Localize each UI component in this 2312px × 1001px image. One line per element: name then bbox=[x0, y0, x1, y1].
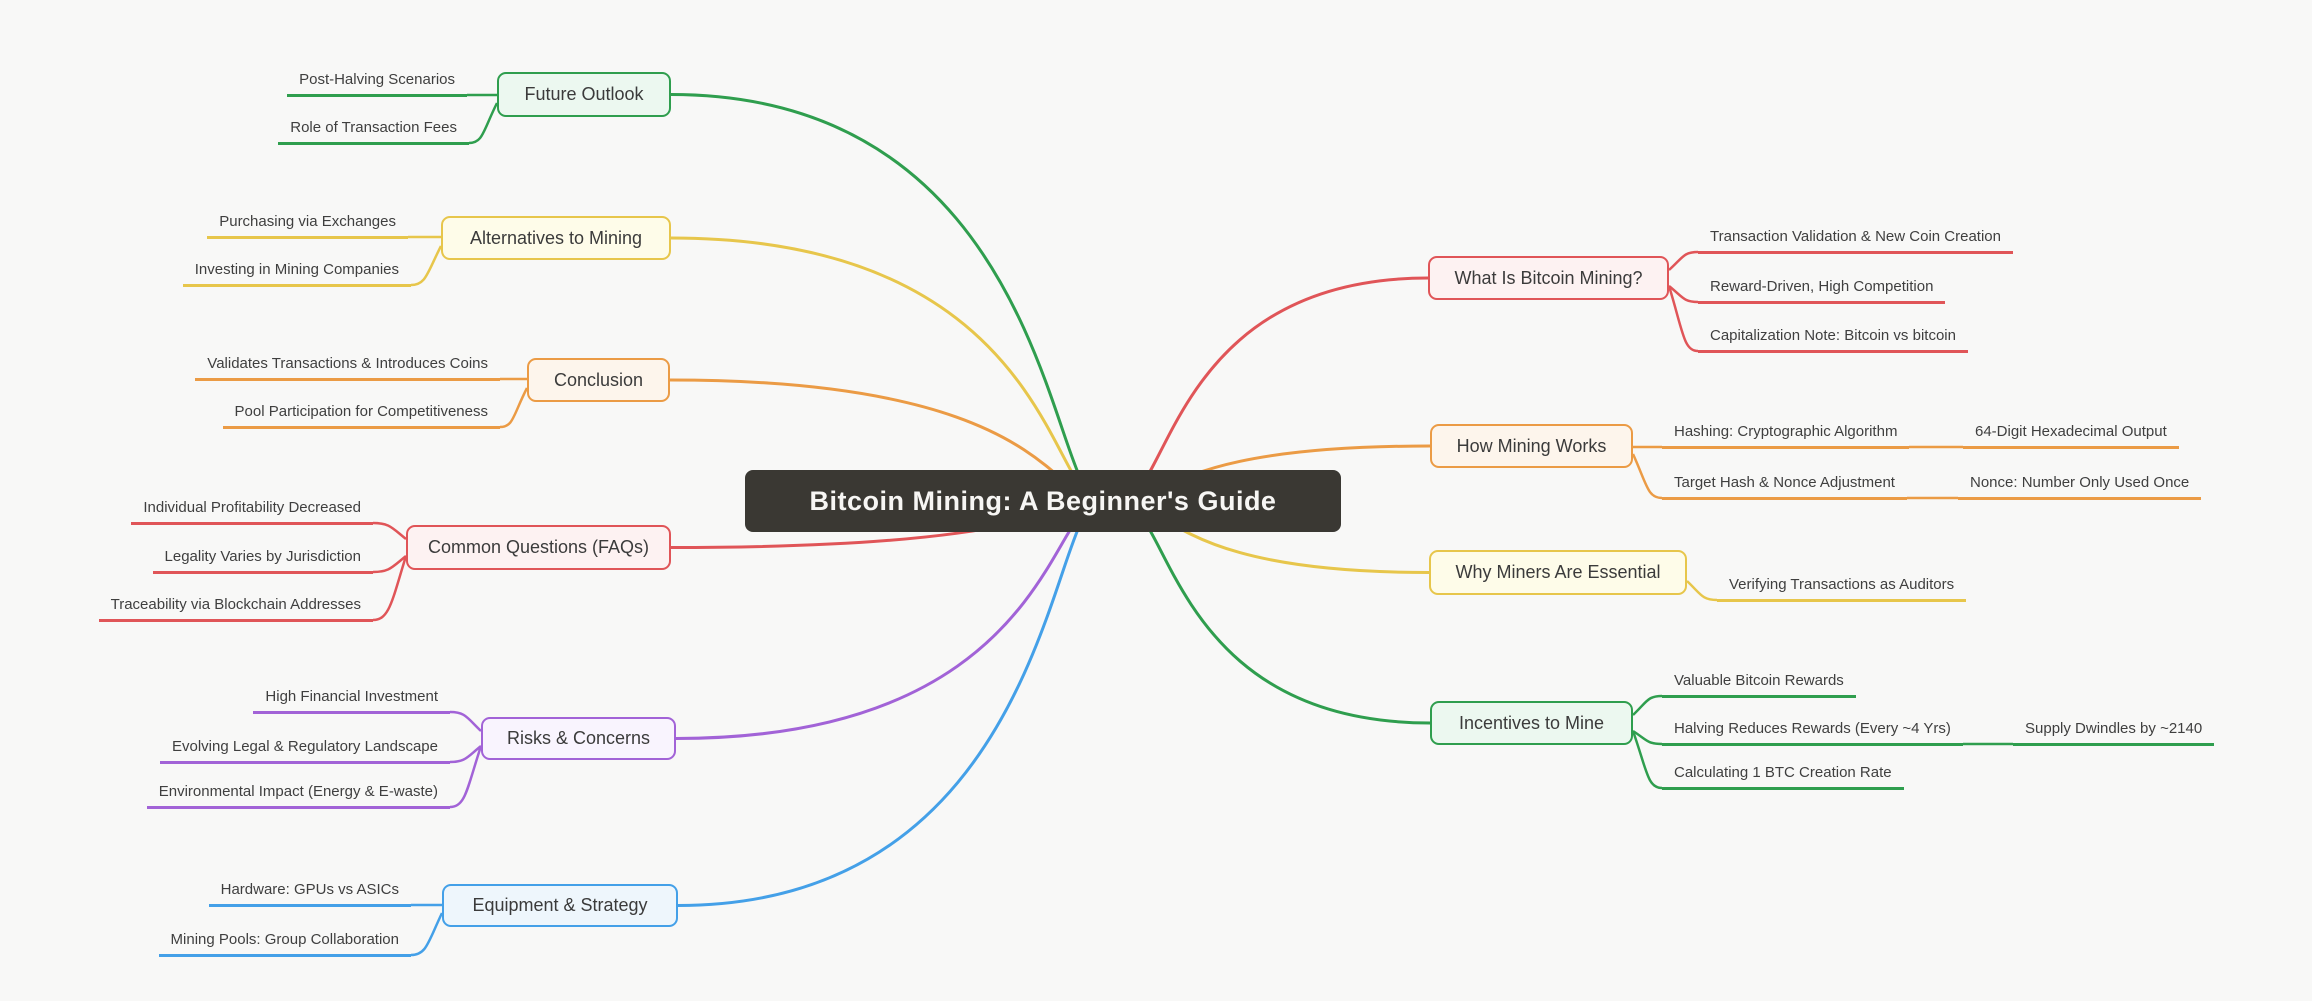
branch-node-risks-concerns[interactable]: Risks & Concerns bbox=[481, 717, 676, 760]
topic-label: Mining Pools: Group Collaboration bbox=[170, 931, 399, 948]
topic-item[interactable]: Investing in Mining Companies bbox=[182, 257, 411, 287]
topic-item[interactable]: Calculating 1 BTC Creation Rate bbox=[1662, 760, 1904, 790]
subtopic-label: Nonce: Number Only Used Once bbox=[1970, 474, 2190, 491]
link-how-mining-works-child-1 bbox=[1631, 453, 1663, 500]
branch-label: Future Outlook bbox=[524, 84, 644, 104]
subtopic-label: Supply Dwindles by ~2140 bbox=[2025, 720, 2203, 737]
topic-label: High Financial Investment bbox=[265, 688, 438, 705]
branch-label: Incentives to Mine bbox=[1458, 712, 1605, 733]
link-equipment-strategy-child-1 bbox=[410, 912, 444, 957]
branch-label: Common Questions (FAQs) bbox=[427, 537, 650, 557]
topic-item[interactable]: Transaction Validation & New Coin Creati… bbox=[1698, 224, 2013, 254]
topic-item[interactable]: Evolving Legal & Regulatory Landscape bbox=[159, 734, 450, 764]
subtopic-item[interactable]: Supply Dwindles by ~2140 bbox=[2013, 716, 2215, 746]
branch-node-future-outlook[interactable]: Future Outlook bbox=[497, 72, 671, 117]
topic-item[interactable]: Post-Halving Scenarios bbox=[287, 67, 467, 97]
subtopic-item[interactable]: 64-Digit Hexadecimal Output bbox=[1963, 419, 2179, 449]
subtopic-item[interactable]: Nonce: Number Only Used Once bbox=[1958, 470, 2202, 500]
link-incentives-to-mine-child-2 bbox=[1631, 730, 1663, 790]
topic-label: Transaction Validation & New Coin Creati… bbox=[1710, 228, 2001, 245]
link-incentives-to-mine-child-0 bbox=[1632, 694, 1663, 716]
link-root-incentives-to-mine bbox=[1119, 499, 1431, 725]
topic-item[interactable]: Pool Participation for Competitiveness bbox=[222, 399, 500, 429]
link-root-what-is-bitcoin-mining bbox=[1119, 276, 1429, 503]
branch-label: What Is Bitcoin Mining? bbox=[1454, 267, 1643, 288]
branch-node-equipment-strategy[interactable]: Equipment & Strategy bbox=[442, 884, 678, 927]
topic-item[interactable]: Valuable Bitcoin Rewards bbox=[1662, 668, 1856, 698]
topic-item[interactable]: Validates Transactions & Introduces Coin… bbox=[195, 351, 500, 381]
topic-label: Target Hash & Nonce Adjustment bbox=[1674, 474, 1895, 491]
link-common-questions-faqs-child-2 bbox=[372, 555, 408, 622]
topic-label: Traceability via Blockchain Addresses bbox=[110, 596, 361, 613]
topic-label: Verifying Transactions as Auditors bbox=[1729, 576, 1955, 593]
topic-label: Reward-Driven, High Competition bbox=[1710, 278, 1934, 295]
topic-label: Investing in Mining Companies bbox=[194, 261, 399, 278]
topic-item[interactable]: Hardware: GPUs vs ASICs bbox=[208, 877, 411, 907]
branch-node-what-is-bitcoin-mining[interactable]: What Is Bitcoin Mining? bbox=[1428, 256, 1669, 300]
topic-label: Valuable Bitcoin Rewards bbox=[1674, 672, 1844, 689]
link-alternatives-to-mining-child-1 bbox=[410, 245, 443, 287]
topic-item[interactable]: Mining Pools: Group Collaboration bbox=[158, 927, 411, 957]
topic-label: Environmental Impact (Energy & E-waste) bbox=[158, 783, 438, 800]
link-why-miners-are-essential-child-0 bbox=[1686, 580, 1718, 602]
topic-label: Capitalization Note: Bitcoin vs bitcoin bbox=[1710, 327, 1956, 344]
topic-item[interactable]: Capitalization Note: Bitcoin vs bitcoin bbox=[1698, 323, 1968, 353]
topic-item[interactable]: Legality Varies by Jurisdiction bbox=[152, 544, 373, 574]
link-root-alternatives-to-mining bbox=[670, 236, 1101, 503]
link-what-is-bitcoin-mining-child-1 bbox=[1668, 285, 1699, 304]
topic-label: Hardware: GPUs vs ASICs bbox=[220, 881, 399, 898]
topic-label: Legality Varies by Jurisdiction bbox=[164, 548, 361, 565]
topic-item[interactable]: Target Hash & Nonce Adjustment bbox=[1662, 470, 1907, 500]
link-conclusion-child-1 bbox=[499, 387, 529, 429]
link-risks-concerns-child-1 bbox=[449, 745, 482, 764]
topic-label: Calculating 1 BTC Creation Rate bbox=[1674, 764, 1892, 781]
branch-label: Equipment & Strategy bbox=[472, 895, 648, 915]
root-title: Bitcoin Mining: A Beginner's Guide bbox=[809, 485, 1277, 516]
branch-node-incentives-to-mine[interactable]: Incentives to Mine bbox=[1430, 701, 1633, 745]
link-future-outlook-child-1 bbox=[468, 102, 499, 145]
topic-label: Pool Participation for Competitiveness bbox=[234, 403, 488, 420]
topic-item[interactable]: Hashing: Cryptographic Algorithm bbox=[1662, 419, 1910, 449]
link-incentives-to-mine-child-1 bbox=[1632, 729, 1663, 746]
topic-item[interactable]: Halving Reduces Rewards (Every ~4 Yrs) bbox=[1662, 716, 1963, 746]
link-common-questions-faqs-child-1 bbox=[372, 555, 407, 574]
topic-item[interactable]: Individual Profitability Decreased bbox=[131, 495, 373, 525]
branch-node-how-mining-works[interactable]: How Mining Works bbox=[1430, 424, 1633, 468]
topic-label: Hashing: Cryptographic Algorithm bbox=[1674, 423, 1898, 440]
topic-item[interactable]: Role of Transaction Fees bbox=[278, 115, 469, 145]
link-risks-concerns-child-0 bbox=[449, 710, 482, 732]
branch-node-conclusion[interactable]: Conclusion bbox=[527, 358, 670, 402]
branch-label: Risks & Concerns bbox=[506, 728, 651, 748]
topic-label: Individual Profitability Decreased bbox=[143, 499, 361, 516]
branch-label: Alternatives to Mining bbox=[469, 227, 643, 248]
topic-label: Evolving Legal & Regulatory Landscape bbox=[171, 738, 438, 755]
topic-label: Role of Transaction Fees bbox=[290, 119, 457, 136]
branch-label: Conclusion bbox=[553, 369, 644, 390]
link-common-questions-faqs-child-0 bbox=[372, 521, 407, 540]
topic-item[interactable]: Verifying Transactions as Auditors bbox=[1717, 572, 1967, 602]
branch-node-common-questions-faqs[interactable]: Common Questions (FAQs) bbox=[406, 525, 671, 570]
topic-item[interactable]: Reward-Driven, High Competition bbox=[1698, 274, 1946, 304]
topic-label: Validates Transactions & Introduces Coin… bbox=[207, 355, 488, 372]
link-root-future-outlook bbox=[670, 93, 1101, 503]
link-what-is-bitcoin-mining-child-0 bbox=[1668, 250, 1699, 271]
subtopic-label: 64-Digit Hexadecimal Output bbox=[1975, 423, 2167, 440]
topic-item[interactable]: Traceability via Blockchain Addresses bbox=[98, 592, 373, 622]
topic-item[interactable]: Purchasing via Exchanges bbox=[207, 209, 408, 239]
topic-item[interactable]: Environmental Impact (Energy & E-waste) bbox=[146, 779, 450, 809]
branch-node-why-miners-are-essential[interactable]: Why Miners Are Essential bbox=[1429, 550, 1687, 595]
topic-label: Post-Halving Scenarios bbox=[299, 71, 455, 88]
root-node[interactable]: Bitcoin Mining: A Beginner's Guide bbox=[745, 470, 1341, 532]
topic-label: Purchasing via Exchanges bbox=[219, 213, 396, 230]
branch-node-alternatives-to-mining[interactable]: Alternatives to Mining bbox=[441, 216, 671, 260]
topic-label: Halving Reduces Rewards (Every ~4 Yrs) bbox=[1674, 720, 1951, 737]
link-what-is-bitcoin-mining-child-2 bbox=[1667, 285, 1699, 353]
branch-label: Why Miners Are Essential bbox=[1455, 562, 1661, 582]
link-root-risks-concerns bbox=[675, 499, 1101, 740]
branch-label: How Mining Works bbox=[1456, 435, 1607, 456]
link-risks-concerns-child-2 bbox=[449, 745, 483, 809]
topic-item[interactable]: High Financial Investment bbox=[253, 684, 450, 714]
